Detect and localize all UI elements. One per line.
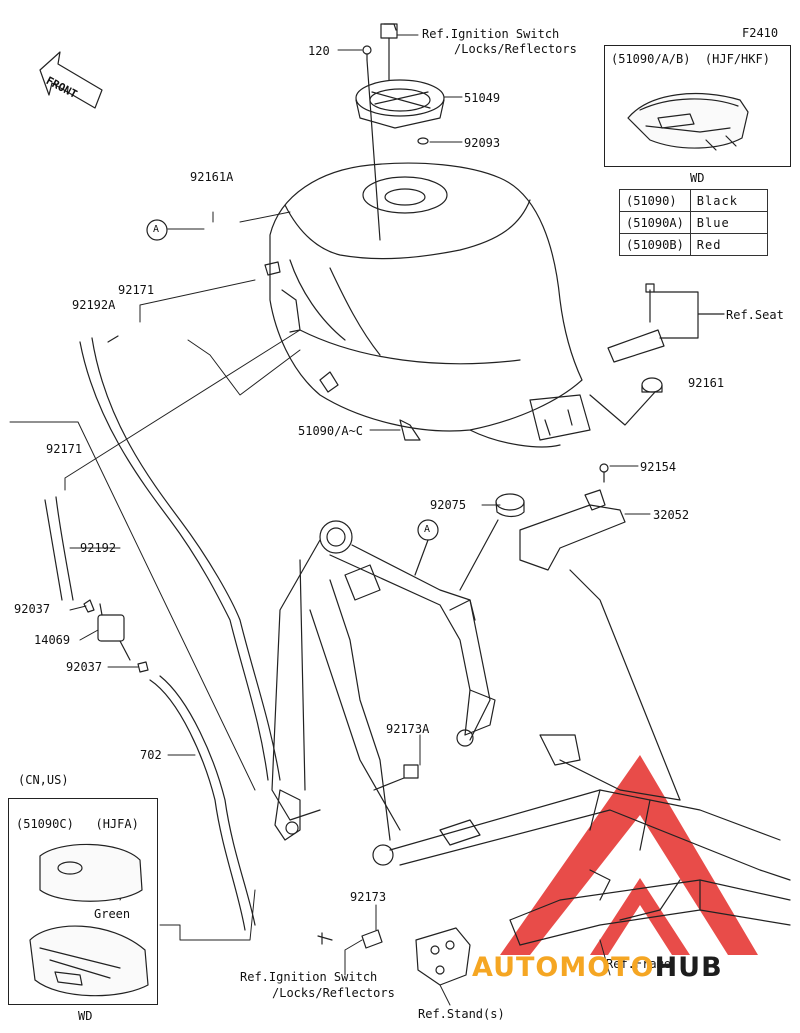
callout-92075: 92075: [430, 498, 467, 512]
check-valve-14069: [83, 599, 149, 673]
watermark-text: AUTOMOTOHUB: [472, 952, 723, 983]
fuel-cap-assembly: [355, 23, 445, 241]
inset-top-art: [627, 92, 749, 151]
callout-ref-frame: Ref.Frame: [606, 957, 672, 971]
callout-32052: 32052: [653, 508, 690, 522]
ref-ignition-bottom-2: /Locks/Reflectors: [272, 986, 395, 1000]
figure-id: F2410: [742, 26, 779, 40]
breather-hoses: [44, 335, 281, 931]
fuel-tank: [264, 162, 591, 448]
color-row: (51090A) Blue: [619, 211, 768, 234]
callout-92171-lower: 92171: [46, 442, 83, 456]
circle-a-lower: A: [424, 524, 431, 535]
color-row: (51090B) Red: [619, 233, 768, 256]
front-arrow-icon: [39, 51, 103, 109]
leader-lines: [9, 34, 651, 1006]
callout-92192a: 92192A: [72, 298, 116, 312]
callout-92192: 92192: [80, 541, 117, 555]
region-cn-us: (CN,US): [18, 773, 69, 787]
motorcycle-frame: [271, 520, 791, 946]
watermark-part2: HUB: [654, 952, 723, 983]
inset-top-box: [604, 45, 791, 167]
callout-92173a: 92173A: [386, 722, 430, 736]
inset-top-footer: WD: [690, 171, 705, 185]
bracket-32052: [459, 463, 626, 591]
ref-ignition-top-1: Ref.Ignition Switch: [422, 27, 560, 41]
callout-92173: 92173: [350, 890, 387, 904]
color-code: (51090): [619, 189, 691, 212]
watermark-part1: AUTOMOTO: [472, 952, 655, 983]
callout-702: 702: [140, 748, 162, 762]
inset-top-header: (51090/A/B) (HJF/HKF): [611, 52, 770, 66]
ref-ignition-bottom-1: Ref.Ignition Switch: [240, 970, 378, 984]
callout-92093: 92093: [464, 136, 501, 150]
callout-120: 120: [308, 44, 330, 58]
color-name: Black: [689, 189, 768, 212]
ref-ignition-top-2: /Locks/Reflectors: [454, 42, 577, 56]
seat-bracket: [589, 283, 725, 426]
callout-51090: 51090/A~C: [298, 424, 364, 438]
callout-51049: 51049: [464, 91, 501, 105]
callout-14069: 14069: [34, 633, 71, 647]
grommet-92173a: [373, 764, 419, 791]
inset-bottom-art: [29, 843, 149, 997]
callout-92154: 92154: [640, 460, 677, 474]
inset-bottom-box: [8, 798, 158, 1005]
watermark-logo-icon: [500, 755, 758, 955]
color-name: Blue: [689, 211, 768, 234]
color-name: Red: [689, 233, 768, 256]
inset-bottom-footer: WD: [78, 1009, 93, 1023]
reference-circles: [146, 219, 439, 576]
callout-92171-upper: 92171: [118, 283, 155, 297]
callout-92161a: 92161A: [190, 170, 234, 184]
callout-92037-upper: 92037: [14, 602, 51, 616]
color-code: (51090B): [619, 233, 691, 256]
color-code: (51090A): [619, 211, 691, 234]
callout-ref-seat: Ref.Seat: [726, 308, 784, 322]
circle-a-upper: A: [153, 224, 160, 235]
callout-92161: 92161: [688, 376, 725, 390]
color-row: (51090) Black: [619, 189, 768, 212]
inset-bottom-header: (51090C) (HJFA): [16, 817, 139, 831]
callout-ref-stand: Ref.Stand(s): [418, 1007, 505, 1021]
color-table: (51090) Black (51090A) Blue (51090B) Red: [619, 189, 768, 256]
stand-bracket: [317, 927, 471, 986]
inset-bottom-color: Green: [94, 907, 131, 921]
callout-92037-lower: 92037: [66, 660, 103, 674]
